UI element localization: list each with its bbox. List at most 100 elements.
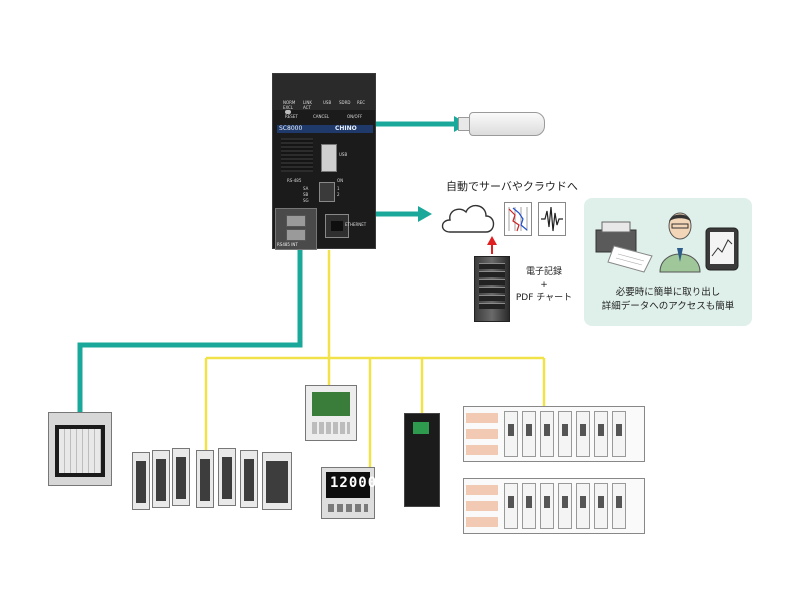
plc-module (522, 483, 536, 529)
plc-module (612, 411, 626, 457)
plc-module (594, 483, 608, 529)
plc-label-strip (466, 413, 498, 423)
indicator-label-act: ACT (303, 105, 311, 110)
io-module-face (156, 459, 166, 501)
dip-switch (319, 182, 335, 202)
cloud-caption: 自動でサーバやクラウドへ (446, 180, 578, 193)
controller-vent (281, 138, 313, 172)
io-module (218, 448, 236, 506)
plc-label-strip (466, 485, 498, 495)
plc-label-strip (466, 501, 498, 511)
cloud-link-arrowhead (418, 206, 432, 222)
rs485-int-label: RS485 INT (277, 242, 298, 247)
access-caption-line2: 詳細データへのアクセスも簡単 (601, 301, 735, 312)
server-bay (479, 295, 505, 301)
io-module (196, 450, 214, 508)
plc-module (522, 411, 536, 457)
server-caption-line2: + (540, 280, 548, 290)
indicator-label-norm: NORM (283, 100, 296, 105)
plc-rack-top (463, 406, 645, 462)
cloud-icon (441, 205, 495, 233)
controller-name-band (277, 125, 373, 133)
dip-number-1: 1 (337, 186, 340, 191)
plc-module (576, 483, 590, 529)
waveform-graphic (541, 206, 563, 232)
plc-module (504, 483, 518, 529)
server-caption-line1: 電子記録 (525, 267, 562, 277)
ethernet-label: ETHERNET (345, 222, 367, 227)
controller-display (326, 472, 370, 498)
person-icon (659, 212, 701, 273)
up-arrow-icon (487, 236, 497, 245)
plc-rack-bottom (463, 478, 645, 534)
io-module (132, 452, 150, 510)
indicator-label-excl: EXCL (283, 105, 293, 110)
plc-module (540, 483, 554, 529)
plc-module (540, 411, 554, 457)
controller-model: SC8000 (279, 125, 303, 132)
indicating-controller: 12000 (321, 467, 378, 519)
plc-module (594, 411, 608, 457)
server-bay (479, 279, 505, 285)
waveform-icon (538, 202, 566, 236)
recorder-paper (59, 429, 101, 473)
io-module-face (266, 461, 288, 503)
controller-display-value: 12000 (330, 475, 378, 491)
io-module (172, 448, 190, 506)
usb-stick-icon (458, 112, 545, 136)
ethernet-port (325, 214, 349, 238)
plc-module (504, 411, 518, 457)
usb-plug (458, 117, 470, 131)
access-caption-line1: 必要時に簡単に取り出し (615, 287, 721, 298)
regulator-display (413, 422, 429, 434)
io-module-face (222, 457, 232, 499)
plc-label-strip (466, 429, 498, 439)
reset-button (285, 110, 291, 114)
indicator-label-link: LINK (303, 100, 313, 105)
server-bay (479, 303, 505, 309)
access-panel: 必要時に簡単に取り出し 詳細データへのアクセスも簡単 (584, 198, 752, 326)
chart-icon-graphic (508, 207, 528, 232)
plc-module (612, 483, 626, 529)
rs485-label: RS-485 (287, 178, 302, 183)
controller-top-panel: NORM LINK USB SDRD REC EXCL ACT (273, 74, 375, 110)
usb-port (321, 144, 337, 172)
controller-lcd (312, 392, 350, 416)
plc-label-strip (466, 517, 498, 527)
reset-button-label: RESET (285, 114, 298, 119)
tablet-icon (705, 227, 739, 271)
io-module-wide (262, 452, 292, 510)
power-regulator (404, 413, 440, 507)
usb-port-label: USB (339, 152, 348, 157)
terminal-slot (286, 215, 306, 227)
sc8000-controller: NORM LINK USB SDRD REC EXCL ACT RESET CA… (272, 73, 376, 250)
io-module (152, 450, 170, 508)
recorder-link-line (77, 250, 303, 412)
controller-brand: CHINO (335, 125, 357, 132)
server-caption-line3: PDF チャート (515, 293, 573, 303)
plc-module (558, 483, 572, 529)
onoff-button-label: ON/OFF (347, 114, 363, 119)
chart-recorder (48, 412, 112, 486)
program-controller (305, 385, 357, 441)
io-module (240, 450, 258, 508)
plc-label-strip (466, 445, 498, 455)
terminal-sa-label: SA (303, 186, 309, 191)
io-module-group (132, 446, 296, 512)
io-module-face (136, 461, 146, 503)
terminal-slot (286, 229, 306, 241)
plc-module (576, 411, 590, 457)
recorder-window (55, 425, 105, 477)
indicator-label-sdrd: SDRD (339, 100, 351, 105)
controller-keys (312, 422, 350, 434)
io-module-face (176, 457, 186, 499)
server-bay (479, 271, 505, 277)
chart-icon (504, 202, 532, 236)
printer-icon (595, 221, 653, 273)
ethernet-bus (204, 250, 546, 467)
indicator-label-usb: USB (323, 100, 332, 105)
io-module-face (200, 459, 210, 501)
terminal-sg-label: SG (303, 198, 309, 203)
terminal-block (275, 208, 317, 250)
